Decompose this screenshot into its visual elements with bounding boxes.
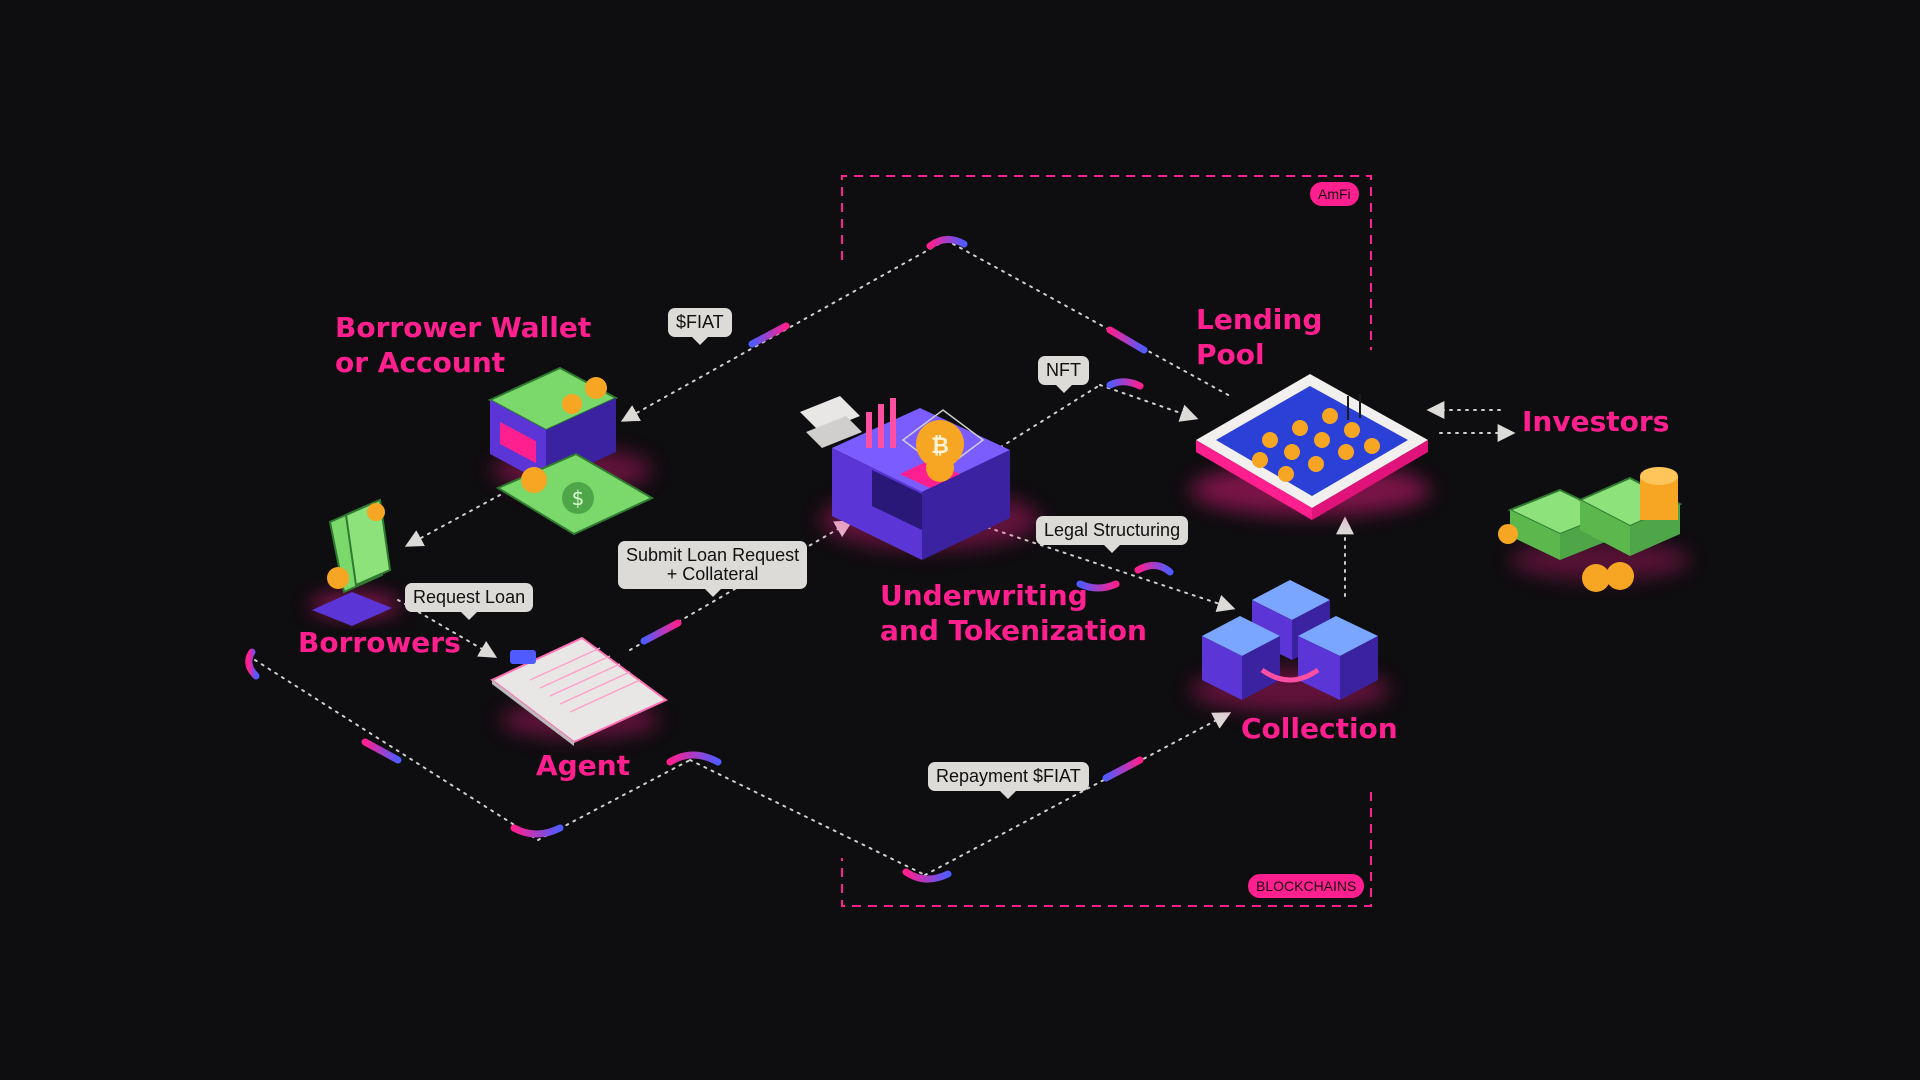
- coin-pool-icon: [1190, 374, 1430, 520]
- legal-structuring-label: Legal Structuring: [1036, 516, 1189, 553]
- submit-loan-request-label: Submit Loan Request + Collateral: [618, 541, 808, 597]
- borrower-wallet-title: Borrower Wallet or Account: [335, 310, 591, 380]
- blockchain-blocks-icon: [1190, 580, 1390, 712]
- underwriting-title-line1: Underwriting: [880, 579, 1088, 612]
- lending-pool-title-line2: Pool: [1196, 338, 1265, 371]
- borrowers-lower-line: [254, 659, 539, 841]
- tokenization-machine-icon: ₿: [800, 396, 1040, 560]
- borrowers-title: Borrowers: [298, 626, 461, 659]
- svg-text:₿: ₿: [931, 434, 949, 459]
- blockchains-tag: BLOCKCHAINS: [1248, 874, 1365, 898]
- collection-title: Collection: [1241, 712, 1398, 745]
- wallet-icon: $: [487, 366, 655, 536]
- svg-text:$: $: [572, 486, 585, 510]
- fiat-upper-right-line: [945, 239, 1231, 397]
- amfi-tag: AmFi: [1310, 182, 1359, 206]
- fiat-label: $FIAT: [668, 308, 732, 345]
- wallet-to-borrowers-line: [404, 494, 501, 547]
- agent-lower-line: [537, 759, 691, 841]
- agent-to-bottom-line: [689, 759, 926, 876]
- money-coins-icon: [1498, 467, 1690, 592]
- borrower-wallet-title-line1: Borrower Wallet: [335, 311, 592, 344]
- submit-loan-request-line2: + Collateral: [666, 564, 759, 584]
- underwriting-title: Underwriting and Tokenization: [880, 578, 1147, 648]
- nft-label: NFT: [1038, 356, 1089, 393]
- investors-title: Investors: [1522, 405, 1670, 438]
- lending-pool-title-line1: Lending: [1196, 303, 1323, 336]
- borrower-wallet-title-line2: or Account: [335, 346, 506, 379]
- underwriting-title-line2: and Tokenization: [880, 614, 1147, 647]
- request-loan-label: Request Loan: [405, 583, 534, 620]
- flow-arcs: [245, 236, 1174, 883]
- cash-stack-icon: [310, 498, 400, 626]
- amfi-frame: [841, 175, 1372, 907]
- repayment-fiat-label: Repayment $FIAT: [928, 762, 1089, 799]
- repayment-line: [924, 712, 1232, 876]
- clipboard-icon: [490, 636, 668, 746]
- agent-title: Agent: [536, 749, 631, 782]
- nft-line-b: [1099, 384, 1199, 422]
- lending-pool-title: Lending Pool: [1196, 302, 1322, 372]
- submit-loan-request-line1: Submit Loan Request: [626, 545, 800, 565]
